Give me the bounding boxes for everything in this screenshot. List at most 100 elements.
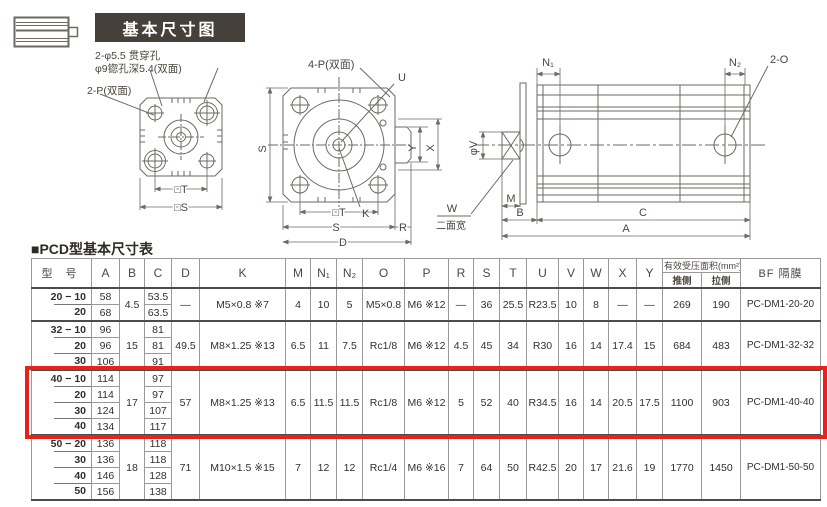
flat-width-note: 二面宽 <box>436 219 466 232</box>
cell-X: 21.6 <box>608 434 637 501</box>
col-header-X: X <box>608 258 637 289</box>
col-header-U: U <box>526 258 559 289</box>
cell-B: 17 <box>119 369 145 436</box>
cell-A: 146 <box>91 467 120 484</box>
cell-model: 40 <box>31 467 92 484</box>
dim-label-t-large: □T <box>332 207 346 219</box>
cell-C: 138 <box>144 483 172 501</box>
cell-C: 63.5 <box>144 304 172 322</box>
dim-label-n1: N₁ <box>542 57 554 69</box>
cell-model: 30 <box>31 451 92 468</box>
cell-P: M6 ※16 <box>404 434 449 501</box>
cell-A: 136 <box>91 451 120 468</box>
hole-annotation-line1: 2-φ5.5 贯穿孔 <box>95 50 161 62</box>
col-subheader-推侧: 推侧 <box>662 272 702 289</box>
front-view-large-drawing: 4-P(双面) S U Y X K □T S R D <box>257 58 442 251</box>
dim-label-a: A <box>622 223 630 235</box>
dim-label-t-small: □T <box>174 184 188 196</box>
cell-model: 50 <box>31 483 92 500</box>
cell-O: Rc1/4 <box>362 434 405 501</box>
cell-C: 53.5 <box>144 287 172 305</box>
hole-annotation: 2-φ5.5 贯穿孔 φ9锪孔深5.4(双面) <box>95 50 182 76</box>
port-annotation-4p: 4-P(双面) <box>308 58 354 71</box>
cell-model: 40 − 10 <box>31 369 92 387</box>
col-header-N₁: N₁ <box>310 258 337 289</box>
cell-model: 30 <box>31 353 92 370</box>
cell-N2: 7.5 <box>336 320 363 371</box>
cell-A: 58 <box>91 287 120 305</box>
table-title: ■PCD型基本尺寸表 <box>31 239 153 259</box>
col-header-N₂: N₂ <box>336 258 363 289</box>
cell-S: 45 <box>473 320 500 371</box>
cell-D: 57 <box>171 369 200 436</box>
cell-model: 32 − 10 <box>31 320 92 338</box>
cell-W: 8 <box>583 287 609 322</box>
cell-X: 20.5 <box>608 369 637 436</box>
dim-label-w: W <box>447 203 458 215</box>
section-title: 基本尺寸图 <box>95 13 245 42</box>
cell-Y: — <box>636 287 663 322</box>
dim-label-d: D <box>339 237 347 249</box>
cell-model: 40 <box>31 418 92 435</box>
cell-K: M8×1.25 ※13 <box>199 320 286 371</box>
cell-K: M10×1.5 ※15 <box>199 434 286 501</box>
dim-label-2o: 2-O <box>770 54 789 66</box>
cell-V: 16 <box>558 320 584 371</box>
cell-M: 6.5 <box>285 369 311 436</box>
col-header-C: C <box>144 258 172 289</box>
cell-pull: 903 <box>701 369 741 436</box>
side-view-drawing: N₁ N₂ 2-O φV W 二面宽 M B C A <box>436 54 789 240</box>
cell-A: 106 <box>91 353 120 371</box>
port-annotation-2p-label: 2-P(双面) <box>87 85 132 97</box>
cell-R: 4.5 <box>448 320 474 371</box>
cell-O: Rc1/8 <box>362 369 405 436</box>
dim-label-r: R <box>399 222 407 234</box>
cell-O: Rc1/8 <box>362 320 405 371</box>
cell-T: 50 <box>499 434 527 501</box>
col-header-Y: Y <box>636 258 663 289</box>
col-header-R: R <box>448 258 474 289</box>
cell-A: 114 <box>91 369 120 387</box>
dim-label-b: B <box>516 207 523 219</box>
cell-N2: 12 <box>336 434 363 501</box>
cell-model: 20 <box>31 386 92 403</box>
col-header-B: B <box>119 258 145 289</box>
cell-N1: 11 <box>310 320 337 371</box>
cell-A: 156 <box>91 483 120 501</box>
cell-B: 4.5 <box>119 287 145 322</box>
cell-T: 25.5 <box>499 287 527 322</box>
cell-U: R34.5 <box>526 369 559 436</box>
col-header-W: W <box>583 258 609 289</box>
cell-P: M6 ※12 <box>404 369 449 436</box>
cell-model: 50 − 20 <box>31 434 92 452</box>
cell-K: M5×0.8 ※7 <box>199 287 286 322</box>
cell-P: M6 ※12 <box>404 320 449 371</box>
cell-Y: 17.5 <box>636 369 663 436</box>
cell-R: — <box>448 287 474 322</box>
cell-C: 118 <box>144 451 172 468</box>
cell-C: 91 <box>144 353 172 371</box>
port-annotation-2p: 2-P(双面) <box>87 85 131 98</box>
cell-push: 1770 <box>662 434 702 501</box>
cell-bf: PC-DM1-20-20 <box>740 287 821 322</box>
cell-A: 136 <box>91 434 120 452</box>
col-subheader-拉侧: 拉侧 <box>701 272 741 289</box>
col-header-A: A <box>91 258 120 289</box>
cell-K: M8×1.25 ※13 <box>199 369 286 436</box>
cell-push: 684 <box>662 320 702 371</box>
cell-R: 7 <box>448 434 474 501</box>
cell-C: 81 <box>144 320 172 338</box>
col-header-S: S <box>473 258 500 289</box>
cell-N1: 12 <box>310 434 337 501</box>
cell-U: R23.5 <box>526 287 559 322</box>
col-header-bf: BF 隔膜 <box>740 258 821 289</box>
col-header-M: M <box>285 258 311 289</box>
